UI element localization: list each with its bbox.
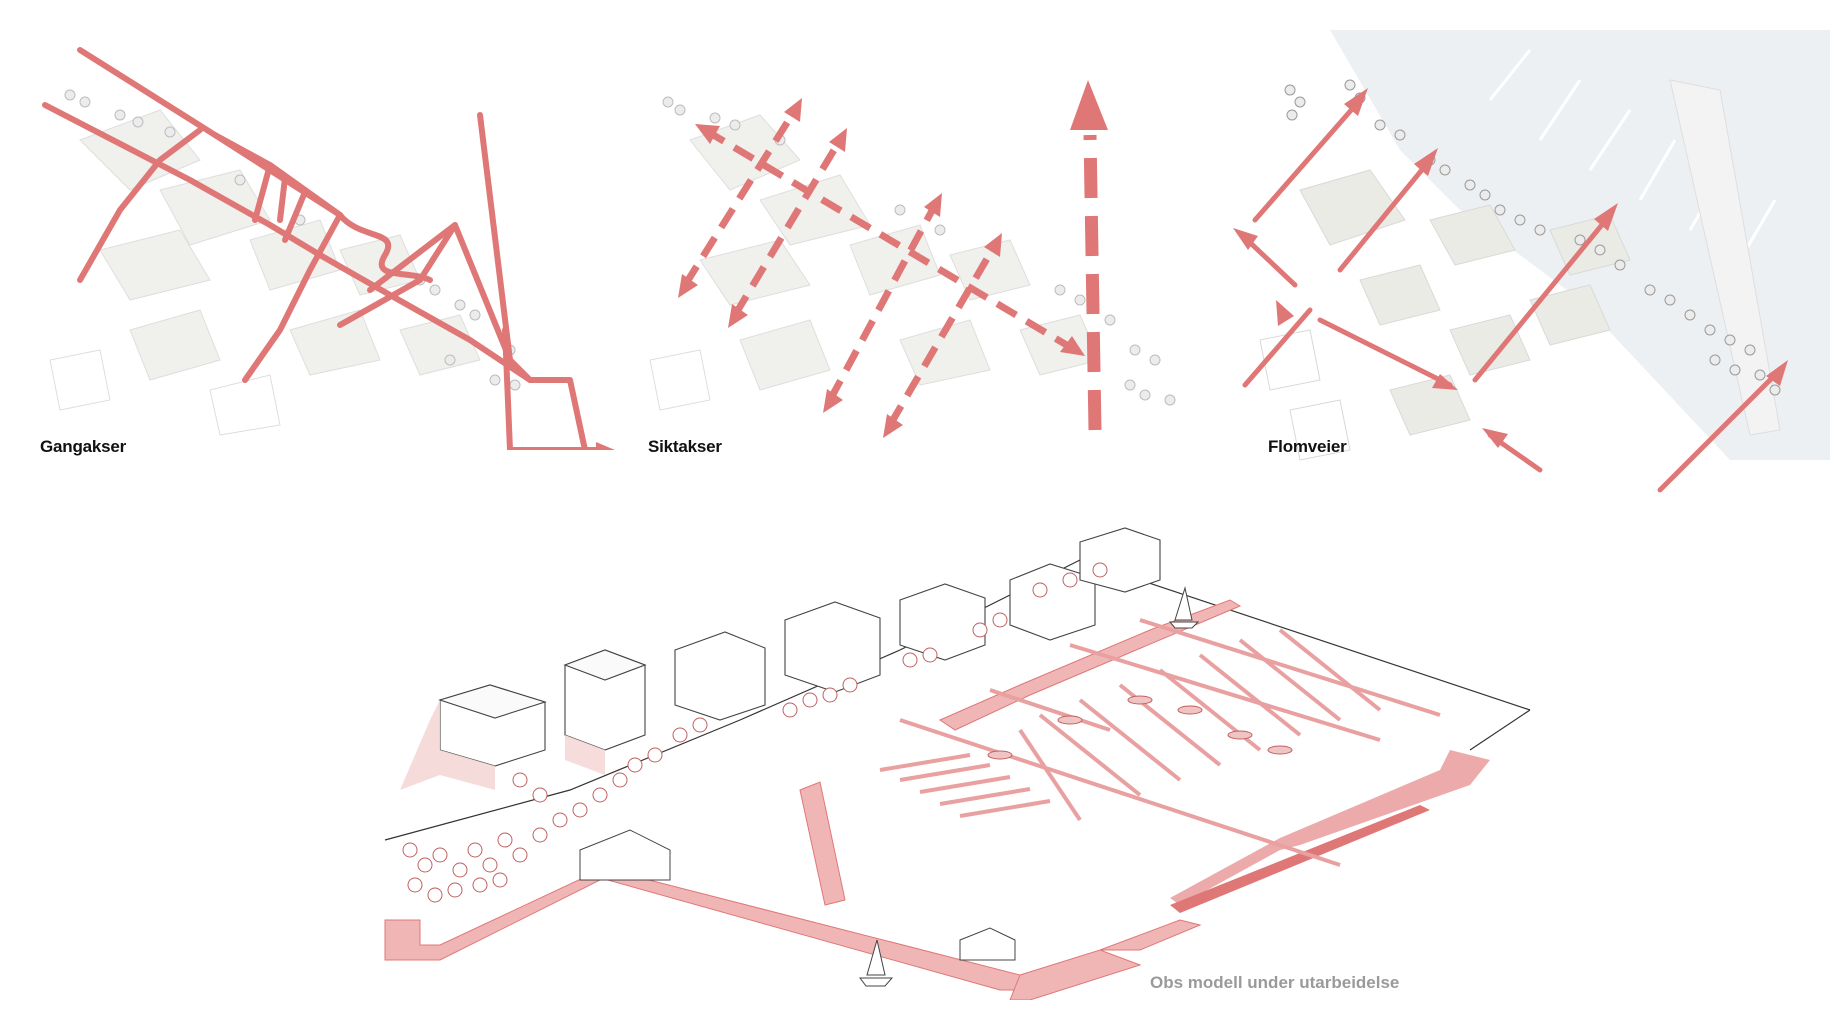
caption-flomveier: Flomveier [1268,437,1347,456]
buildings [438,527,1161,767]
sight-axes-map [649,80,1176,438]
tree-dots [1284,79,1781,396]
walking-axes-map [42,47,615,450]
caption-gangakser: Gangakser [40,437,127,456]
base-map [49,109,481,436]
base-map [1259,169,1631,461]
walk-arrow-head [596,442,615,450]
marina-front-edge [1170,805,1430,913]
main-sight-arrow-head [1070,80,1108,130]
trees [402,562,1108,903]
building-shadows [400,700,605,790]
sight-axes [682,108,1077,427]
caption-siktakser: Siktakser [648,437,722,456]
axonometric-model [380,520,1540,1000]
panel-sight-axes [640,30,1200,450]
harbour-model-drawing [384,527,1531,1000]
marina-piers [879,618,1441,867]
walking-axes [42,47,603,450]
marina-outer-quay [1170,750,1490,905]
flood-routes-map [1233,30,1830,493]
flood-routes [1239,97,1783,493]
main-sight-axis [1083,134,1102,431]
panel-walking-axes [40,30,620,450]
sailboats [859,586,1200,987]
sight-arrow-heads [678,98,1085,438]
flood-arrow-heads [1233,88,1788,448]
tree-dots [662,96,1176,406]
model-note: Obs modell under utarbeidelse [1150,973,1400,992]
panel-flood-routes [1230,30,1830,500]
boats [987,695,1293,760]
pavilion [579,829,1016,961]
base-map [649,114,1101,411]
